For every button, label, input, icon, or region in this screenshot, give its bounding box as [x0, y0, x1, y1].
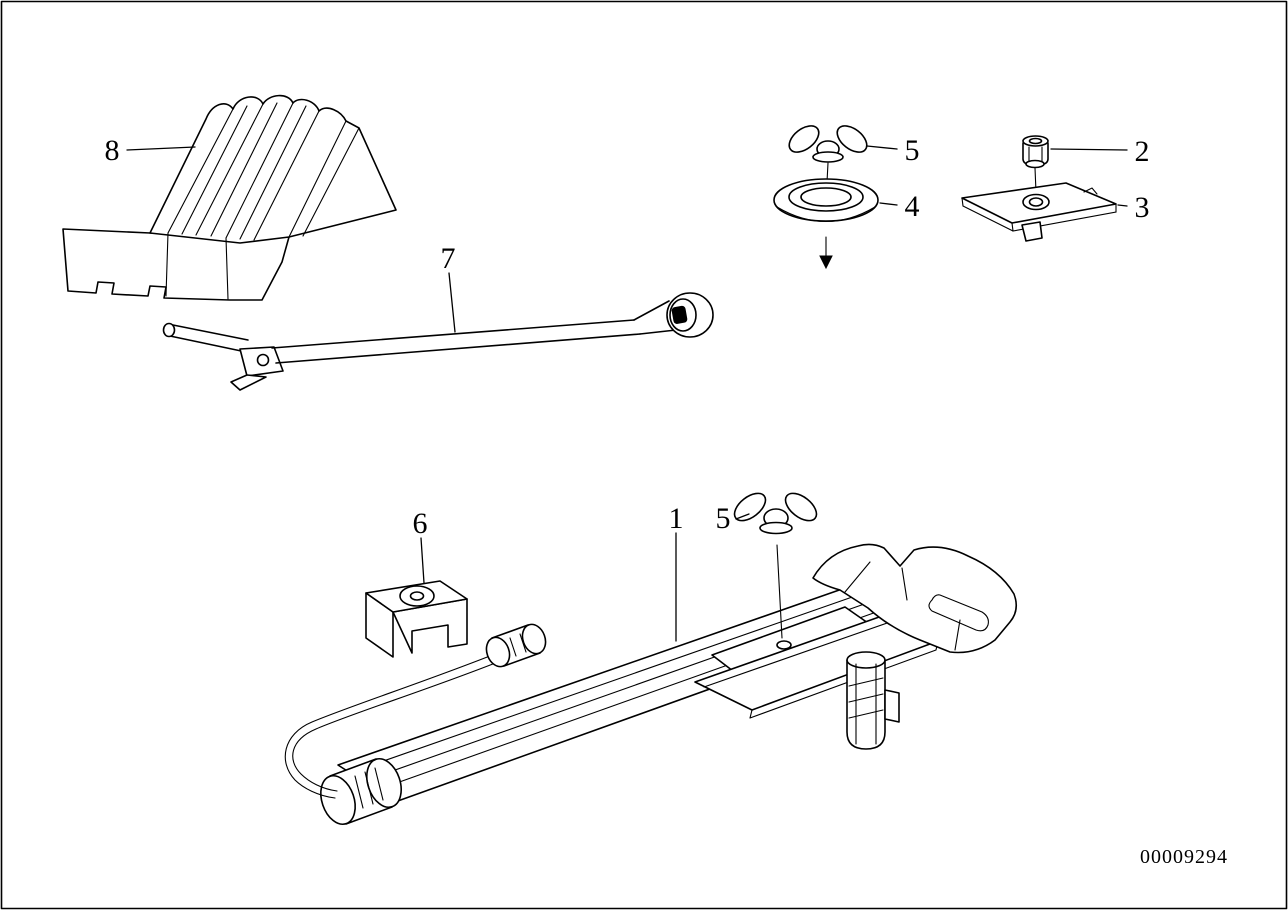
wing-nut-lower-stem-line	[776, 544, 783, 639]
callout-5-upper-leader	[866, 145, 898, 150]
cap-nut-collar	[1025, 159, 1045, 169]
jack-clamp-hook	[884, 689, 900, 723]
callout-5-upper: 5	[905, 134, 920, 167]
wing-nut-base	[812, 151, 844, 163]
bracket-hole	[409, 591, 425, 601]
jack-roller-near-end	[320, 774, 356, 826]
jack-wingnut-hole	[776, 640, 792, 650]
wrench-pivot	[256, 353, 270, 367]
callout-5-lower: 5	[716, 502, 731, 535]
wing-right	[836, 125, 868, 153]
bracket-top-face	[365, 580, 468, 613]
plate-tab	[1021, 221, 1043, 242]
wrench-socket-bore	[671, 305, 688, 324]
cap-nut	[1022, 135, 1049, 193]
scissor-jack	[284, 543, 1018, 826]
callout-3: 3	[1135, 191, 1150, 224]
chock-wedge	[149, 94, 397, 244]
grommet-arrow-head	[819, 255, 833, 270]
grommet-rim	[788, 182, 864, 212]
plate-notch	[1083, 187, 1098, 195]
callout-4-leader	[879, 202, 898, 206]
cap-nut-top	[1022, 135, 1049, 147]
callout-6: 6	[413, 507, 428, 540]
callout-5-lower-leader	[735, 513, 750, 520]
jack-clamp-top	[846, 651, 886, 669]
jack-crank-wire-outer	[284, 651, 501, 799]
rubber-grommet	[773, 178, 879, 270]
wrench-bend	[633, 300, 677, 335]
cap-nut-top-hole	[1028, 137, 1043, 145]
wing-nut-lower	[733, 492, 818, 639]
callouts: 8 7 5 4 2 3 6 1 5	[105, 134, 1150, 642]
cap-nut-facets	[1028, 146, 1043, 163]
callout-6-leader	[420, 537, 425, 584]
jack-grip-near-end	[485, 636, 511, 668]
grommet-bottom-arc	[776, 206, 876, 222]
bracket-washer	[399, 585, 435, 607]
wing-left	[788, 125, 820, 153]
jack-saddle-folds	[844, 561, 961, 651]
grommet-hole	[800, 187, 852, 207]
jack-clamp-lines	[848, 663, 884, 745]
clamp-bracket	[365, 580, 468, 658]
wing-left	[733, 492, 767, 522]
chock-corrugation-lines	[167, 102, 360, 241]
callout-7-leader	[448, 272, 456, 333]
chock-flap-lines	[165, 232, 229, 300]
bracket-front-face	[392, 598, 468, 654]
jack-clamp-body	[846, 659, 886, 750]
jack-roller-hatch	[354, 767, 384, 809]
jack-crank-wire-inner	[292, 659, 504, 792]
wheel-chock	[62, 94, 397, 301]
lug-wrench	[162, 292, 714, 391]
wing-nut-base	[759, 521, 793, 535]
jack-grip-hatch	[509, 633, 527, 657]
wing-nut-upper	[788, 125, 868, 183]
callout-2-leader	[1050, 148, 1128, 151]
callout-8: 8	[105, 134, 120, 167]
wrench-pry-tip	[230, 374, 267, 391]
wing-right	[784, 492, 818, 522]
mounting-plate	[961, 182, 1117, 242]
wrench-handle-cap	[162, 322, 176, 338]
doc-number: 00009294	[1140, 846, 1228, 868]
jack-saddle-slot	[928, 594, 989, 632]
plate-hole	[1028, 197, 1044, 207]
callout-8-leader	[126, 146, 196, 151]
callout-7: 7	[441, 242, 456, 275]
callout-4: 4	[905, 190, 920, 223]
plate-boss	[1022, 193, 1050, 211]
wrench-handle-bar	[167, 323, 249, 353]
jack-grip-far-end	[521, 623, 547, 655]
callout-2: 2	[1135, 135, 1150, 168]
wrench-shaft	[271, 319, 641, 364]
chock-base-flap	[62, 228, 290, 301]
callout-1: 1	[669, 502, 684, 535]
callout-3-leader	[1117, 204, 1128, 207]
plate-thickness	[961, 197, 1117, 232]
